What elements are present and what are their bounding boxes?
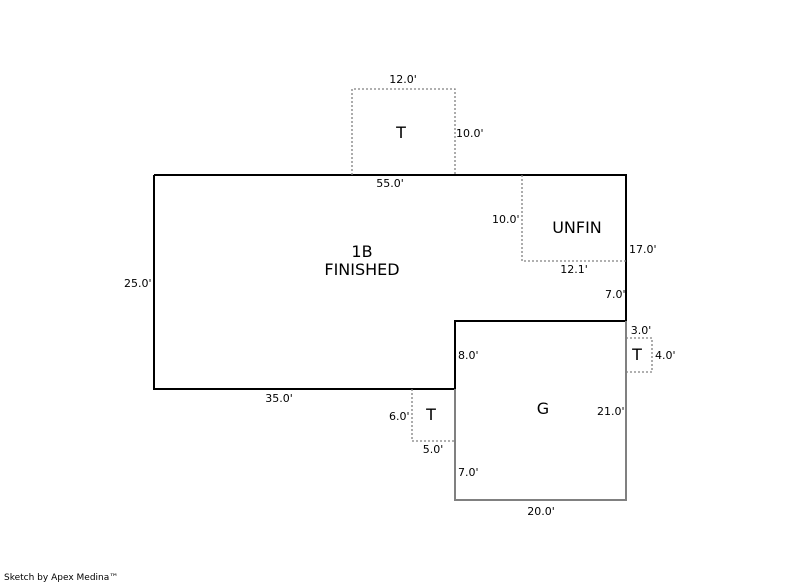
dim-top-terrace-width: 12.0' [389,73,417,86]
dim-top-terrace-depth: 10.0' [456,127,484,140]
right-terrace-outline [626,337,653,373]
dim-right-upper: 17.0' [629,243,657,256]
sketch-credit: Sketch by Apex Medina™ [4,573,119,583]
dim-right-terrace-width: 3.0' [631,324,652,337]
dim-right-terrace-height: 4.0' [655,349,676,362]
dim-unfin-left: 10.0' [492,213,520,226]
unfin-outline [521,175,626,262]
dim-unfin-bottom: 12.1' [560,263,588,276]
garage-outline [454,321,627,501]
dim-left-terrace-width: 5.0' [423,443,444,456]
room-terrace-left: T [425,405,436,424]
dim-garage-left-lower: 7.0' [458,466,479,479]
room-garage: G [537,399,549,418]
dotted-areas [351,88,653,442]
dim-main-top: 55.0' [376,177,404,190]
top-terrace-outline [351,88,456,175]
dim-garage-right: 21.0' [597,405,625,418]
room-terrace-top: T [395,123,406,142]
room-main-name: 1B [351,242,372,261]
left-terrace-outline [411,389,455,442]
dim-main-left: 25.0' [124,277,152,290]
room-unfin: UNFIN [552,218,602,237]
dim-main-bottom: 35.0' [265,392,293,405]
main-building-outline [153,174,627,390]
dim-right-mid: 7.0' [605,288,626,301]
dim-garage-left-upper: 8.0' [458,349,479,362]
dim-left-terrace-height: 6.0' [389,410,410,423]
room-terrace-right: T [631,345,642,364]
room-main-type: FINISHED [324,260,399,279]
dim-garage-bottom: 20.0' [527,505,555,518]
